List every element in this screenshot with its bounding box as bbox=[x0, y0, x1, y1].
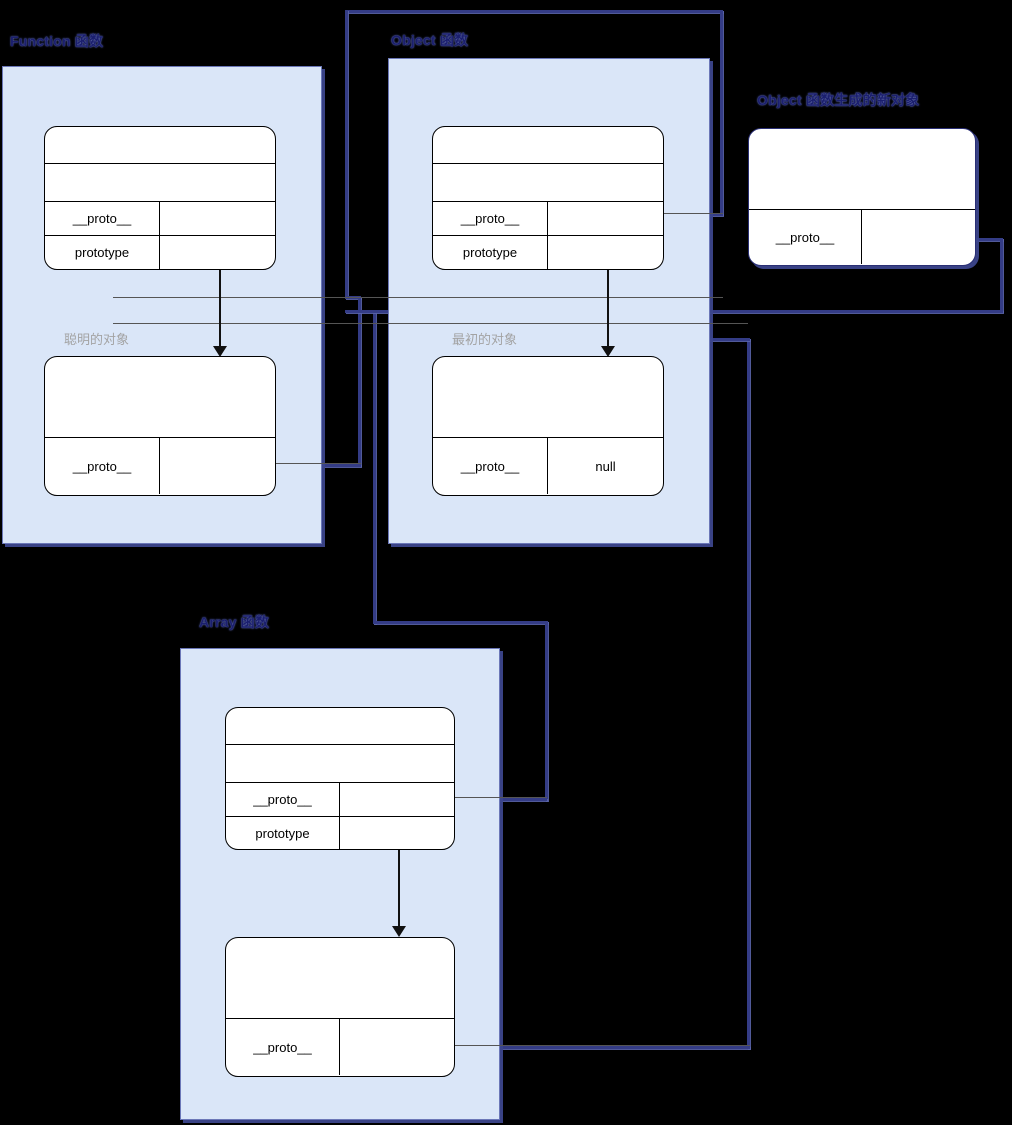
arrow-line-function-prototype bbox=[219, 270, 221, 350]
cell-value bbox=[433, 164, 663, 201]
cell-key: prototype bbox=[226, 817, 340, 849]
arrow-head-array-prototype bbox=[392, 926, 406, 937]
cell-value bbox=[45, 127, 275, 163]
arrow-head-function-prototype bbox=[213, 346, 227, 357]
cell-value bbox=[45, 164, 275, 201]
box-array-constructor[interactable]: __proto__ prototype bbox=[225, 707, 455, 850]
arrow-head-object-prototype bbox=[601, 346, 615, 357]
box-row: __proto__ bbox=[433, 201, 663, 235]
box-row bbox=[45, 163, 275, 201]
cell-value bbox=[340, 1019, 454, 1075]
gray-line-funcproto-to-right bbox=[113, 323, 748, 325]
label-smart-object: 聪明的对象 bbox=[64, 332, 130, 347]
box-row: prototype bbox=[226, 816, 454, 849]
connector-object-proto-right-down bbox=[720, 10, 723, 215]
box-row: __proto__ bbox=[45, 201, 275, 235]
cell-value bbox=[160, 202, 275, 235]
connector-array-bus-down bbox=[545, 621, 548, 801]
panel-title-new-object: Object 函数生成的新对象 bbox=[757, 92, 920, 108]
cell-value bbox=[340, 783, 454, 816]
box-row bbox=[226, 744, 454, 782]
cell-value bbox=[548, 202, 663, 235]
connector-newobj-proto-h bbox=[975, 238, 1003, 241]
box-row: prototype bbox=[45, 235, 275, 269]
box-row: __proto__ bbox=[226, 782, 454, 816]
cell-value bbox=[160, 438, 275, 494]
cell-value bbox=[226, 745, 454, 782]
arrow-line-array-prototype bbox=[398, 850, 400, 930]
cell-key: __proto__ bbox=[45, 438, 160, 494]
cell-key: __proto__ bbox=[226, 783, 340, 816]
connector-arrayproto-h bbox=[455, 1046, 750, 1049]
box-array-prototype[interactable]: __proto__ bbox=[225, 937, 455, 1077]
cell-value bbox=[226, 708, 454, 744]
box-row bbox=[226, 708, 454, 744]
box-row: __proto__ null bbox=[433, 437, 663, 494]
cell-key: __proto__ bbox=[45, 202, 160, 235]
box-row bbox=[45, 357, 275, 437]
cell-value-null: null bbox=[595, 458, 616, 474]
connector-array-ctor-proto bbox=[455, 798, 547, 801]
cell-value bbox=[433, 127, 663, 163]
panel-title-array: Array 函数 bbox=[199, 614, 270, 630]
cell-value bbox=[340, 817, 454, 849]
arrow-line-object-prototype bbox=[607, 270, 609, 350]
box-function-constructor[interactable]: __proto__ prototype bbox=[44, 126, 276, 270]
cell-value bbox=[433, 357, 663, 437]
connector-object-proto-top bbox=[345, 10, 723, 13]
gray-line-arrayproto-out bbox=[455, 1045, 750, 1047]
cell-key: __proto__ bbox=[433, 202, 548, 235]
gray-line-newobj-row bbox=[663, 213, 723, 215]
box-row bbox=[433, 163, 663, 201]
panel-title-function: Function 函数 bbox=[10, 33, 104, 49]
cell-value bbox=[45, 357, 275, 437]
cell-value bbox=[226, 938, 454, 1018]
cell-value bbox=[862, 210, 975, 264]
gray-line-objproto-to-left bbox=[113, 297, 723, 299]
label-initial-object: 最初的对象 bbox=[452, 332, 518, 347]
cell-value bbox=[548, 236, 663, 269]
gray-line-arrayctor-out bbox=[455, 797, 547, 799]
box-function-prototype[interactable]: __proto__ bbox=[44, 356, 276, 496]
connector-function-proto-vert-a bbox=[358, 296, 361, 466]
box-row bbox=[226, 938, 454, 1018]
cell-value bbox=[160, 236, 275, 269]
gray-line-funcproto-out bbox=[273, 463, 361, 465]
box-row: __proto__ bbox=[45, 437, 275, 494]
cell-key: prototype bbox=[433, 236, 548, 269]
connector-object-proto-left-down bbox=[345, 10, 348, 298]
box-row bbox=[433, 127, 663, 163]
cell-key: prototype bbox=[45, 236, 160, 269]
box-object-constructor[interactable]: __proto__ prototype bbox=[432, 126, 664, 270]
box-object-prototype[interactable]: __proto__ null bbox=[432, 356, 664, 496]
box-new-object[interactable]: __proto__ bbox=[748, 128, 976, 266]
connector-arrayproto-v bbox=[747, 338, 750, 1049]
connector-newobj-proto-v bbox=[1000, 238, 1003, 312]
box-row: __proto__ bbox=[749, 209, 975, 264]
cell-key: __proto__ bbox=[226, 1019, 340, 1075]
connector-array-bus-vert bbox=[373, 310, 376, 624]
cell-key: __proto__ bbox=[433, 438, 548, 494]
connector-array-bus-h bbox=[373, 621, 548, 624]
box-row bbox=[433, 357, 663, 437]
box-row: prototype bbox=[433, 235, 663, 269]
box-row bbox=[749, 129, 975, 209]
box-row bbox=[45, 127, 275, 163]
cell-key: __proto__ bbox=[749, 210, 862, 264]
cell-value bbox=[749, 129, 975, 209]
box-row: __proto__ bbox=[226, 1018, 454, 1075]
panel-title-object: Object 函数 bbox=[391, 32, 469, 48]
